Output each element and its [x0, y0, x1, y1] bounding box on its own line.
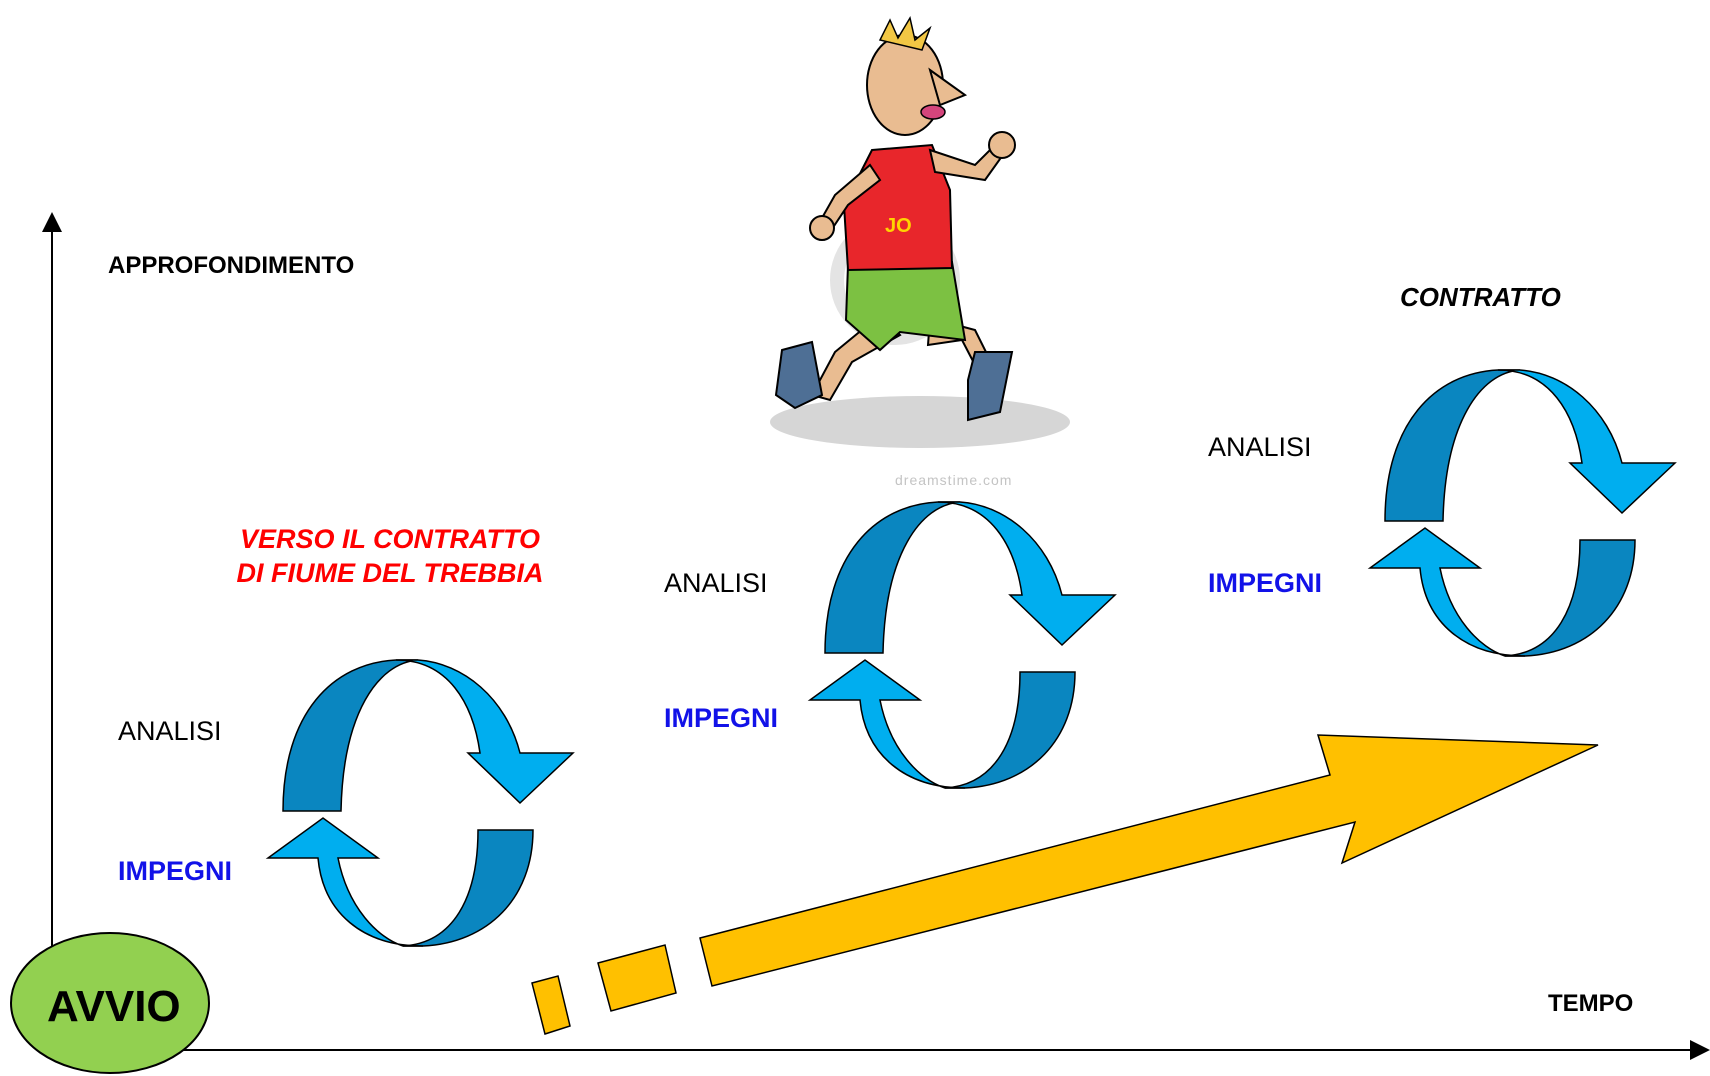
- progress-arrow-icon: [531, 734, 1599, 1035]
- diagram-title: VERSO IL CONTRATTO DI FIUME DEL TREBBIA: [195, 522, 585, 590]
- cycle-3-impegni-label: IMPEGNI: [1208, 568, 1323, 598]
- goal-label: CONTRATTO: [1400, 282, 1561, 312]
- svg-text:JO: JO: [885, 215, 912, 237]
- title-line-2: DI FIUME DEL TREBBIA: [236, 558, 544, 588]
- cycle-2-impegni-label: IMPEGNI: [664, 703, 779, 733]
- cycle-2-analisi-label: ANALISI: [664, 568, 768, 598]
- watermark: dreamstime.com: [895, 472, 1013, 488]
- title-line-1: VERSO IL CONTRATTO: [239, 524, 541, 554]
- x-axis-label: TEMPO: [1548, 990, 1634, 1017]
- start-label: AVVIO: [47, 982, 181, 1031]
- cycle-arrows-icon: [809, 501, 1116, 789]
- cycle-1-impegni-label: IMPEGNI: [118, 856, 233, 886]
- y-axis-label: APPROFONDIMENTO: [108, 252, 355, 279]
- cycle-arrows-icon: [1369, 369, 1676, 657]
- cycle-1-analisi-label: ANALISI: [118, 716, 222, 746]
- cycle-3-analisi-label: ANALISI: [1208, 432, 1312, 462]
- cycle-arrows-icon: [267, 659, 574, 947]
- start-oval: [10, 932, 210, 1074]
- runner-cartoon-icon: JO: [770, 16, 1070, 448]
